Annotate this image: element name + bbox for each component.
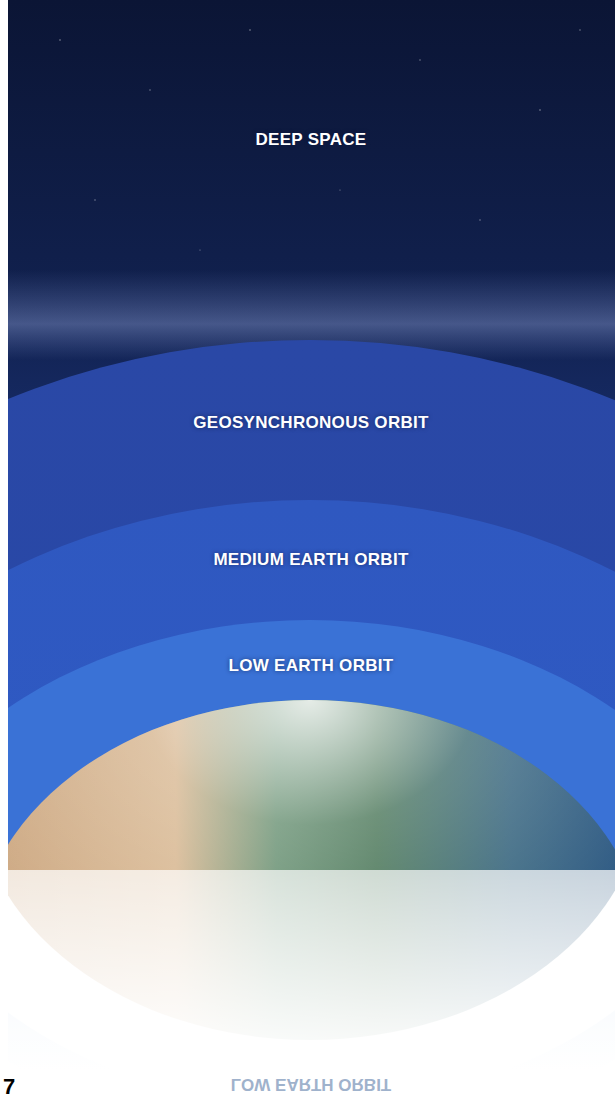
orbit-name: DEEP SPACE xyxy=(255,130,366,150)
orbit-band: MEDIUM EARTH ORBIT xyxy=(205,546,416,574)
page-number: 7 xyxy=(3,1074,15,1100)
orbit-name: GEOSYNCHRONOUS ORBIT xyxy=(193,413,429,433)
orbit-name: LOW EARTH ORBIT xyxy=(228,656,393,676)
space-region: DEEP SPACE xyxy=(247,126,374,154)
orbit-band: LOW EARTH ORBIT xyxy=(220,652,401,680)
orbit-band: GEOSYNCHRONOUS ORBIT xyxy=(185,409,437,437)
orbit-name: MEDIUM EARTH ORBIT xyxy=(213,550,408,570)
space-scene xyxy=(8,0,615,870)
reflected-label: LOW EARTH ORBIT xyxy=(231,1074,392,1094)
reflection-fade xyxy=(8,870,615,1070)
earth-reflection xyxy=(8,870,615,1070)
